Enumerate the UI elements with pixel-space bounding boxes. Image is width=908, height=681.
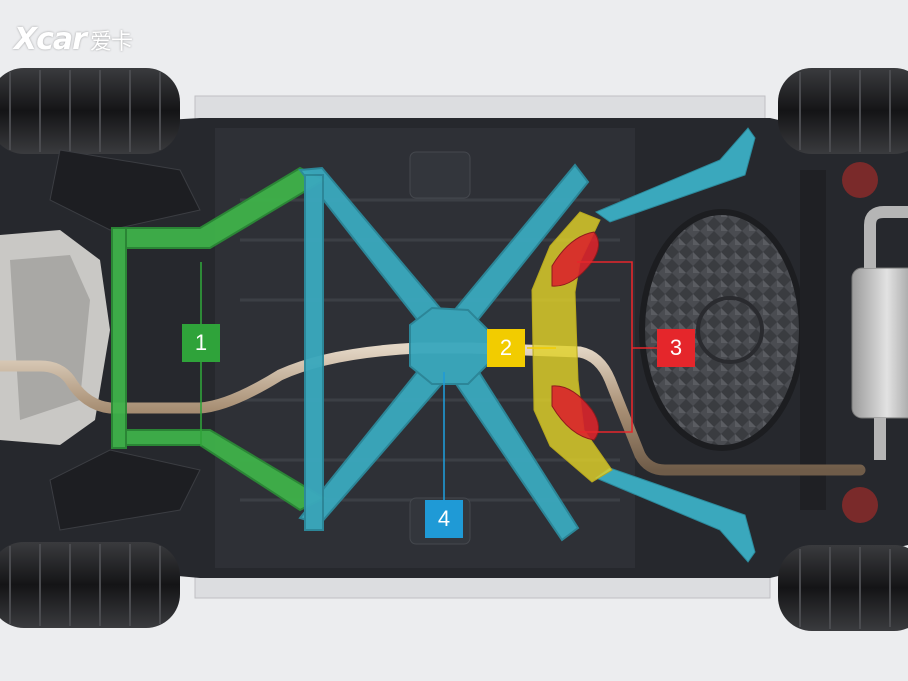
rear-right-tire <box>778 545 908 631</box>
floor-recess-top <box>409 151 471 199</box>
rear-arm-top <box>594 127 756 223</box>
front-control-arm-bottom <box>49 449 201 531</box>
front-brace <box>111 166 327 512</box>
rear-left-tire <box>778 68 908 154</box>
callout-4: 4 <box>425 500 463 538</box>
exhaust-pipe <box>0 342 866 476</box>
front-left-tire <box>0 68 180 154</box>
front-right-tire <box>0 542 180 628</box>
callout-1: 1 <box>182 324 220 362</box>
callout-3: 3 <box>657 329 695 367</box>
callout-2: 2 <box>487 329 525 367</box>
front-control-arm-top <box>49 149 201 231</box>
muffler <box>851 267 908 419</box>
reinforcement-patches <box>551 231 599 441</box>
x-brace <box>298 163 590 542</box>
rear-subframe-beam <box>800 170 826 510</box>
watermark-chinese: 爱卡 <box>89 30 133 55</box>
watermark-latin: Xcar <box>14 22 87 57</box>
